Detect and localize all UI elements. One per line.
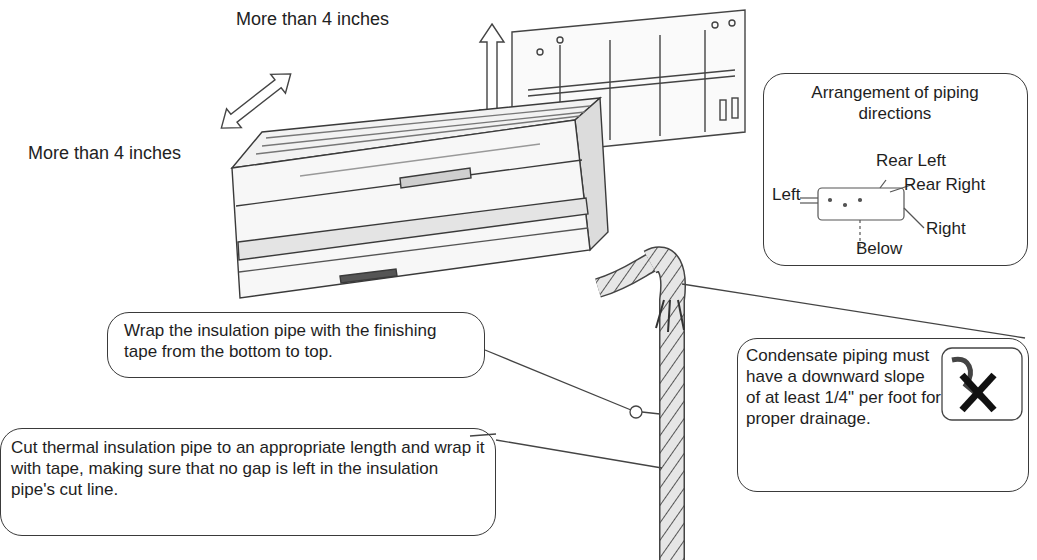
clearance-label: More than 4 inches [236,8,389,30]
mounting-plate [732,98,738,118]
slope-warning-icon [942,348,1022,420]
mounting-plate [704,30,705,132]
mounting-plate [712,22,718,28]
mounting-plate [528,76,735,96]
slope-warning-icon [962,375,994,410]
insulated-pipe [598,259,684,560]
leader-line [470,284,1025,468]
slope-warning-icon [942,348,1022,420]
directions-box: Arrangement of piping directionsRear Lef… [763,73,1028,266]
box-heading: Arrangement of piping directions [800,82,990,124]
direction-label: Rear Left [876,150,946,171]
callout-text: Wrap the insulation pipe with the finish… [124,320,464,362]
direction-label: Below [856,238,902,259]
leader-line [496,440,662,468]
leader-line [470,434,496,436]
callout-box: Condensate piping must have a downward s… [737,338,1029,492]
mounting-plate [609,40,610,140]
indoor-unit [340,269,397,283]
clearance-label: More than 4 inches [28,142,181,164]
indoor-unit [236,160,582,206]
piping-direction-sketch [904,208,924,228]
mounting-plate [729,20,735,26]
piping-direction-sketch [880,180,886,188]
indoor-unit [400,168,471,188]
callout-box: Wrap the insulation pipe with the finish… [107,312,485,378]
piping-direction-sketch [818,188,904,220]
leader-line [630,406,642,418]
insulated-pipe [656,300,684,332]
indoor-unit [232,98,608,298]
mounting-plate [528,70,735,90]
indoor-unit [300,144,540,176]
direction-label: Rear Right [904,174,985,195]
leader-line [485,350,631,410]
insulated-pipe [598,262,652,288]
piping-direction-sketch [844,204,847,207]
direction-label: Right [926,218,966,239]
indoor-unit [256,116,580,154]
direction-label: Left [772,184,800,205]
piping-direction-sketch [800,202,818,203]
leader-line [642,412,660,414]
piping-direction-sketch [859,199,862,202]
mounting-plate [557,37,563,43]
indoor-unit [232,120,590,298]
slope-warning-icon [962,375,994,410]
insulated-pipe [598,262,652,288]
mounting-plate [659,35,660,136]
indoor-unit [262,112,585,146]
clearance-arrow [214,64,298,137]
clearance-arrow [214,64,298,137]
leader-line [682,284,1025,338]
callout-box: Cut thermal insulation pipe to an approp… [0,428,496,536]
indoor-unit [239,228,588,272]
mounting-plate [720,100,726,120]
callout-text: Condensate piping must have a downward s… [746,345,942,429]
callout-text: Cut thermal insulation pipe to an approp… [11,437,485,500]
piping-direction-sketch [800,197,818,198]
mounting-plate [537,49,543,55]
piping-direction-sketch [829,199,832,202]
